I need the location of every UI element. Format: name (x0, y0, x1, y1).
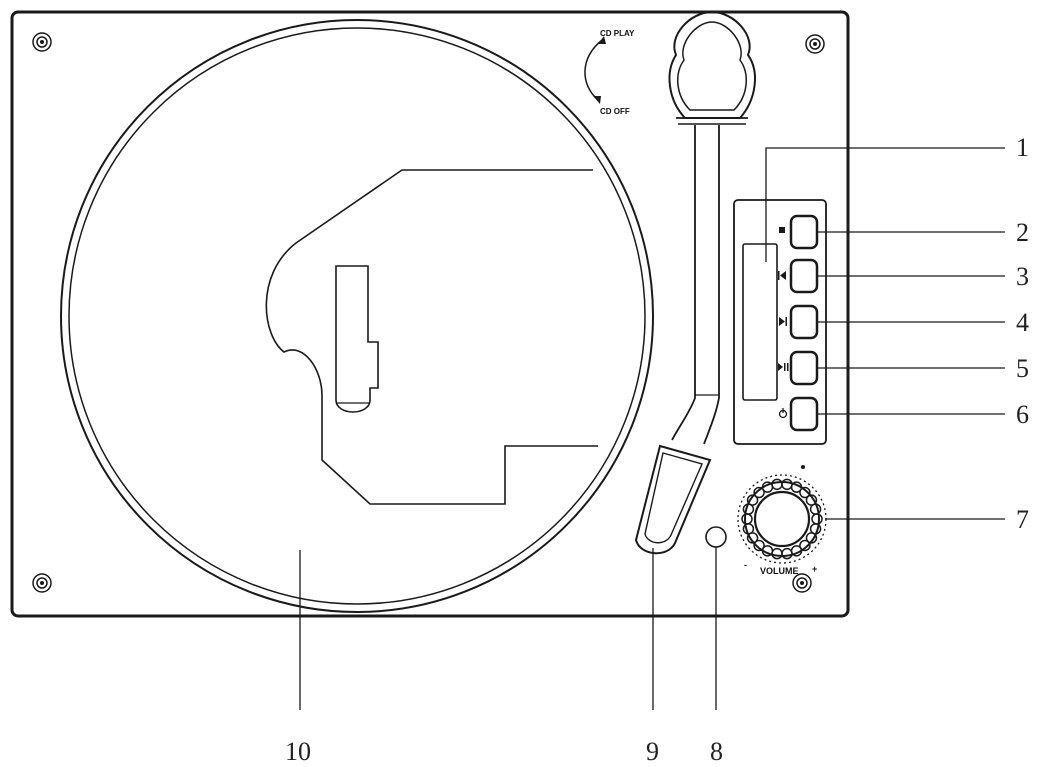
cd-mode-selector (584, 36, 606, 104)
display (742, 243, 778, 401)
cd-spindle (335, 265, 379, 413)
turntable-plate (10, 10, 850, 618)
callout-6: 6 (1016, 400, 1029, 429)
power-icon (778, 408, 788, 419)
leader-lines (299, 147, 1005, 710)
callout-7: 7 (1016, 505, 1029, 534)
tonearm (634, 10, 756, 555)
stop-icon (779, 227, 785, 233)
screw-bottom-left (32, 573, 52, 593)
callout-9: 9 (646, 737, 659, 766)
screw-top-left (32, 32, 52, 52)
screw-top-right (805, 34, 825, 54)
callout-3: 3 (1016, 262, 1029, 291)
volume-label: VOLUME (760, 566, 799, 576)
callout-5: 5 (1016, 354, 1029, 383)
screw-bottom-right (792, 573, 812, 593)
skip-forward-button[interactable] (779, 304, 819, 340)
skip-back-icon (778, 271, 786, 280)
callout-4: 4 (1016, 308, 1029, 337)
platter (60, 19, 654, 613)
callout-8: 8 (710, 737, 723, 766)
stop-button[interactable] (779, 214, 819, 250)
skip-forward-icon (779, 317, 787, 326)
tonearm-pivot (668, 10, 756, 119)
volume-knob[interactable] (737, 465, 827, 564)
tonearm-handle (634, 444, 712, 555)
volume-plus-label: + (812, 564, 817, 574)
indicator-light (705, 526, 727, 548)
callout-1: 1 (1016, 133, 1029, 162)
volume-minus-label: - (744, 560, 747, 570)
cd-play-label: CD PLAY (600, 29, 635, 38)
power-button[interactable] (778, 396, 819, 432)
play-pause-icon (778, 363, 789, 371)
play-pause-button[interactable] (778, 350, 819, 386)
skip-back-button[interactable] (778, 258, 819, 294)
callout-10: 10 (285, 737, 311, 766)
callout-2: 2 (1016, 218, 1029, 247)
cd-mechanism-outline (265, 169, 598, 505)
cd-off-label: CD OFF (600, 107, 630, 116)
